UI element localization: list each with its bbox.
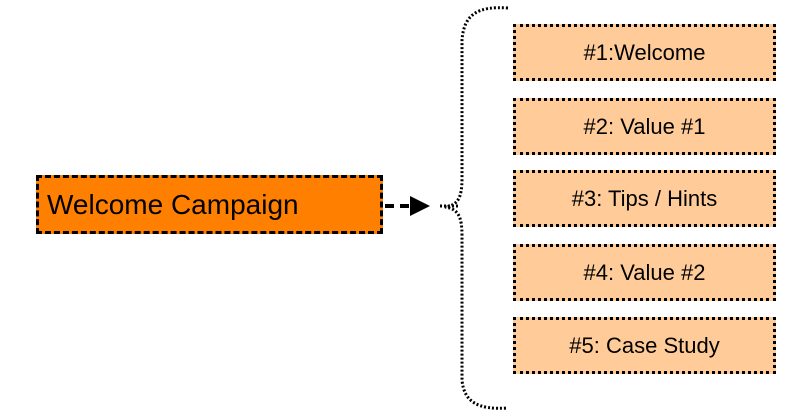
step-label: #3: Tips / Hints — [571, 185, 718, 211]
step-label: #4: Value #2 — [583, 259, 706, 285]
step-node-4: #4: Value #2 — [513, 244, 776, 301]
campaign-node: Welcome Campaign — [36, 175, 383, 234]
step-node-2: #2: Value #1 — [513, 98, 776, 155]
steps-brace — [444, 6, 509, 410]
step-label: #1:Welcome — [583, 39, 706, 65]
step-label: #2: Value #1 — [583, 113, 706, 139]
step-node-5: #5: Case Study — [513, 317, 776, 374]
campaign-label: Welcome Campaign — [47, 188, 299, 220]
step-node-3: #3: Tips / Hints — [513, 170, 776, 227]
step-label: #5: Case Study — [569, 332, 720, 358]
step-node-1: #1:Welcome — [513, 24, 776, 81]
